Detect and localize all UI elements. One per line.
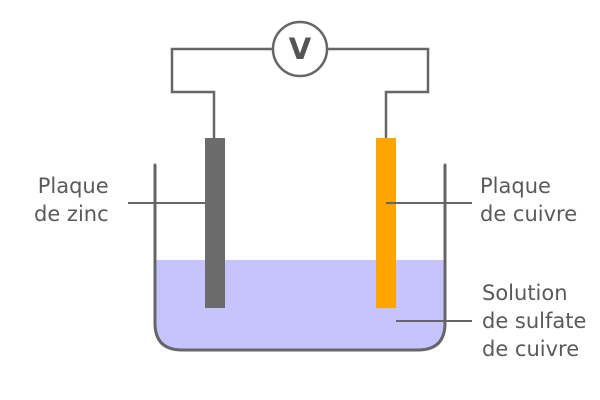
- solution-label-line-1: Solution: [482, 281, 568, 305]
- zinc-plate-label: Plaque de zinc: [34, 172, 109, 228]
- voltmeter-symbol: V: [289, 32, 312, 66]
- copper-electrode: [376, 138, 396, 308]
- voltmeter-circle: [271, 20, 329, 78]
- copper-sulfate-solution: [155, 260, 445, 350]
- wire-left: [170, 47, 273, 140]
- copper-plate-label-line-1: Plaque: [480, 174, 551, 198]
- zinc-plate-label-line-2: de zinc: [34, 202, 109, 226]
- copper-plate-label: Plaque de cuivre: [480, 172, 577, 228]
- solution-label-line-3: de cuivre: [482, 337, 580, 361]
- solution-label-line-2: de sulfate: [482, 309, 587, 333]
- solution-label: Solution de sulfate de cuivre: [482, 279, 586, 363]
- voltmeter-icon: V: [271, 20, 329, 78]
- beaker: [153, 163, 447, 352]
- wire-right: [327, 47, 430, 140]
- zinc-plate-label-line-1: Plaque: [37, 174, 109, 198]
- copper-plate-label-line-2: de cuivre: [480, 202, 578, 226]
- zinc-electrode: [205, 138, 225, 308]
